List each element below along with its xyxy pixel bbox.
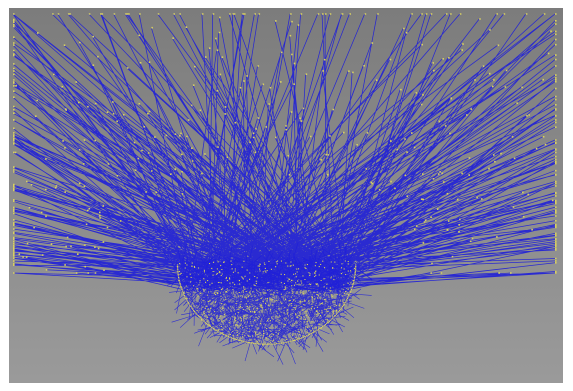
render-viewport (9, 8, 563, 383)
hemisphere-nodes (176, 260, 357, 346)
radiating-edge-lines (12, 13, 556, 294)
hemisphere-mesh-lines (162, 240, 373, 365)
radiating-edges (12, 13, 556, 294)
hemisphere-mesh (162, 240, 373, 365)
graph-render (12, 13, 557, 365)
outer-nodes (13, 13, 557, 274)
outer-node-points (13, 13, 557, 274)
